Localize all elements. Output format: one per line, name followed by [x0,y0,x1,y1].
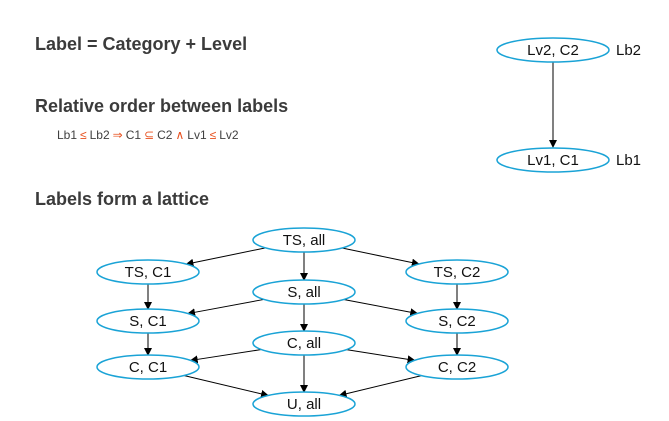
lattice-edge-ts-all-to-ts-c1 [185,247,266,267]
lattice-edge-s-all-to-s-c1 [187,298,265,317]
node-label: TS, C1 [125,264,172,281]
formula-subseteq: ⊆ [144,128,155,142]
lattice-edge-c-c2-to-u-all [338,375,422,398]
formula-leq: ≤ [209,128,217,142]
node-ellipse [252,279,356,305]
lattice-node-u-all: U, all [252,391,356,417]
node-label: C, C1 [129,359,167,376]
order-example: Lv2, C2 Lb2 Lv1, C1 Lb1 [496,37,641,173]
node-label: U, all [287,396,321,413]
formula-lb1: Lb1 [57,128,78,142]
lattice-node-s-all: S, all [252,279,356,305]
formula-and: ∧ [175,128,185,142]
lattice-node-c-all: C, all [252,330,356,356]
formula-lv1: Lv1 [187,128,207,142]
heading-label-definition: Label = Category + Level [35,34,248,54]
node-label: Lv2, C2 [527,42,579,59]
node-lb2: Lv2, C2 Lb2 [496,37,641,63]
formula-lb2: Lb2 [89,128,110,142]
lattice-node-c-c1: C, C1 [96,354,200,380]
node-ellipse [96,259,200,285]
lattice-edge-c-all-to-c-c2 [346,349,416,364]
node-tag: Lb2 [616,42,641,59]
node-label: S, C2 [438,313,476,330]
node-label: TS, C2 [434,264,481,281]
node-label: TS, all [283,232,326,249]
lattice-node-ts-all: TS, all [252,227,356,253]
lattice-edge-s-all-to-s-c2 [343,299,419,317]
lattice-edge-c-all-to-c-c1 [189,349,262,364]
node-ellipse [96,354,200,380]
node-label: Lv1, C1 [527,152,579,169]
node-ellipse [496,147,610,173]
node-lb1: Lv1, C1 Lb1 [496,147,641,173]
node-ellipse [405,259,509,285]
heading-relative-order: Relative order between labels [35,96,289,116]
formula-c1: C1 [125,128,142,142]
order-formula: Lb1≤Lb2⇒C1⊆C2∧Lv1≤Lv2 [57,128,239,142]
node-ellipse [405,354,509,380]
node-label: S, C1 [129,313,167,330]
node-label: C, all [287,335,321,352]
node-ellipse [252,227,356,253]
lattice-node-ts-c1: TS, C1 [96,259,200,285]
heading-lattice: Labels form a lattice [35,189,210,209]
formula-c2: C2 [157,128,173,142]
node-ellipse [252,391,356,417]
node-ellipse [252,330,356,356]
node-label: C, C2 [438,359,476,376]
lattice-edges [144,247,461,398]
lattice-node-s-c2: S, C2 [405,308,509,334]
node-ellipse [96,308,200,334]
lattice-node-c-c2: C, C2 [405,354,509,380]
lattice-edge-c-c1-to-u-all [183,375,270,398]
lattice-edge-ts-all-to-ts-c2 [342,247,420,267]
formula-implies: ⇒ [112,128,123,142]
node-label: S, all [287,284,320,301]
formula-leq: ≤ [80,128,87,142]
node-tag: Lb1 [616,152,641,169]
lattice-node-ts-c2: TS, C2 [405,259,509,285]
formula-lv2: Lv2 [219,128,239,142]
node-ellipse [405,308,509,334]
node-ellipse [496,37,610,63]
lattice-node-s-c1: S, C1 [96,308,200,334]
